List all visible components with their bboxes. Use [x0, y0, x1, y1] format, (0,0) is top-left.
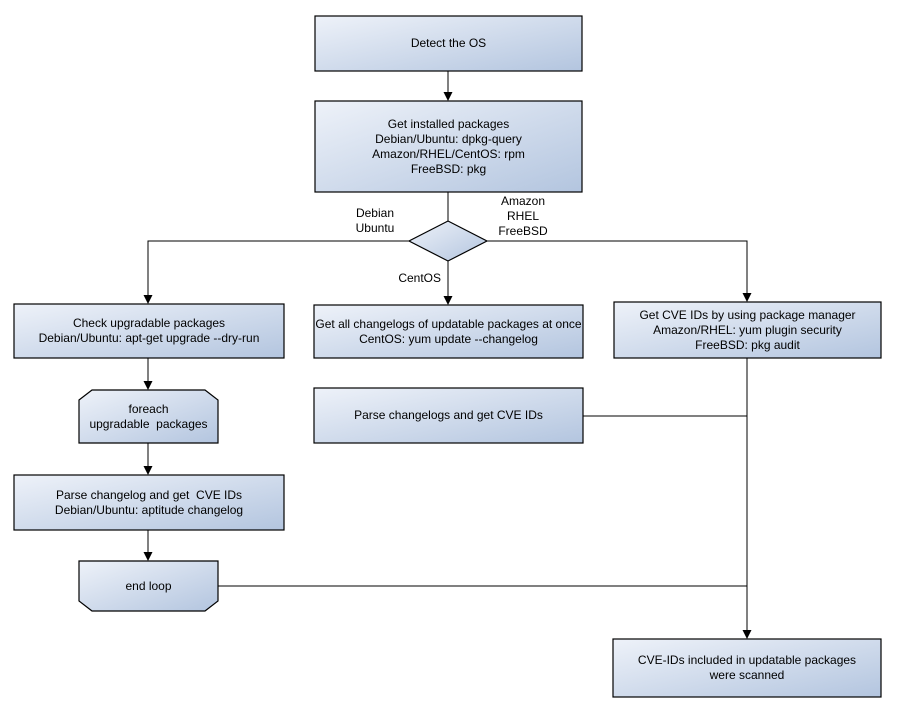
node-get-cve-ids-shape: [613, 301, 882, 359]
os-decision-diamond: [407, 220, 489, 262]
node-parse-changelogs-shape: [313, 387, 584, 444]
loop-end-shape: [78, 560, 219, 612]
loop-start-shape: [78, 389, 219, 444]
arrowhead-check-upgradable: [143, 295, 153, 304]
arrowhead-endloop: [143, 552, 153, 561]
arrowhead-result: [742, 630, 752, 639]
arrowhead-parse-changelog: [143, 466, 153, 475]
edge-decision-to-check-upgradable: [147, 240, 409, 296]
edge-decision-to-get-cve-ids: [487, 240, 748, 294]
node-check-upgradable-shape: [13, 303, 285, 359]
node-parse-changelog-shape: [13, 474, 285, 531]
node-get-changelogs-shape: [313, 304, 584, 359]
node-detect-os-shape: [314, 15, 583, 72]
node-scan-result-shape: [612, 638, 882, 698]
arrowhead-installed: [443, 92, 453, 101]
node-get-installed-shape: [314, 100, 583, 193]
arrowhead-get-cve-ids: [742, 293, 752, 302]
arrowhead-get-changelogs: [443, 296, 453, 305]
arrowhead-foreach: [143, 381, 153, 390]
